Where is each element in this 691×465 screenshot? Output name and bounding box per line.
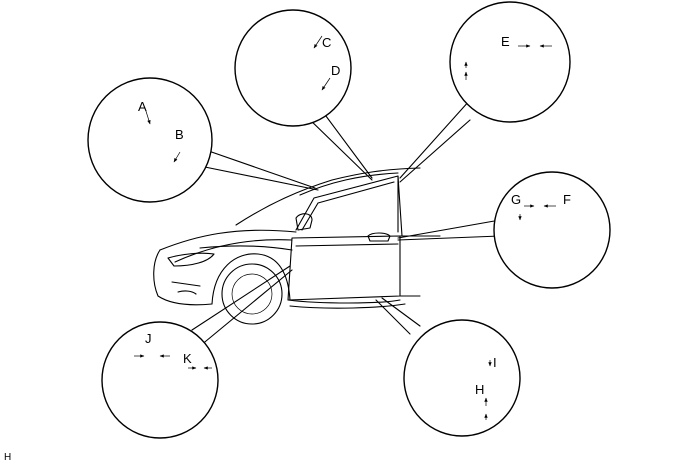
car-body — [153, 167, 441, 325]
detail-circle-ab — [87, 77, 213, 203]
label-f: F — [563, 192, 571, 207]
label-d: D — [331, 63, 340, 78]
detail-circle-e — [449, 1, 571, 123]
label-b: B — [175, 127, 184, 142]
detail-circle-hi — [403, 319, 521, 440]
label-a: A — [138, 99, 147, 114]
label-i: I — [493, 355, 497, 370]
detail-circle-fg — [493, 171, 612, 289]
label-k: K — [183, 351, 192, 366]
detail-circle-cd — [234, 9, 352, 127]
label-j: J — [145, 331, 152, 346]
leader-lines — [191, 99, 501, 347]
label-h: H — [475, 382, 484, 397]
label-g: G — [511, 192, 521, 207]
label-c: C — [322, 35, 331, 50]
detail-circle-jk — [101, 321, 219, 439]
figure-caption: H — [4, 452, 11, 463]
label-e: E — [501, 34, 510, 49]
